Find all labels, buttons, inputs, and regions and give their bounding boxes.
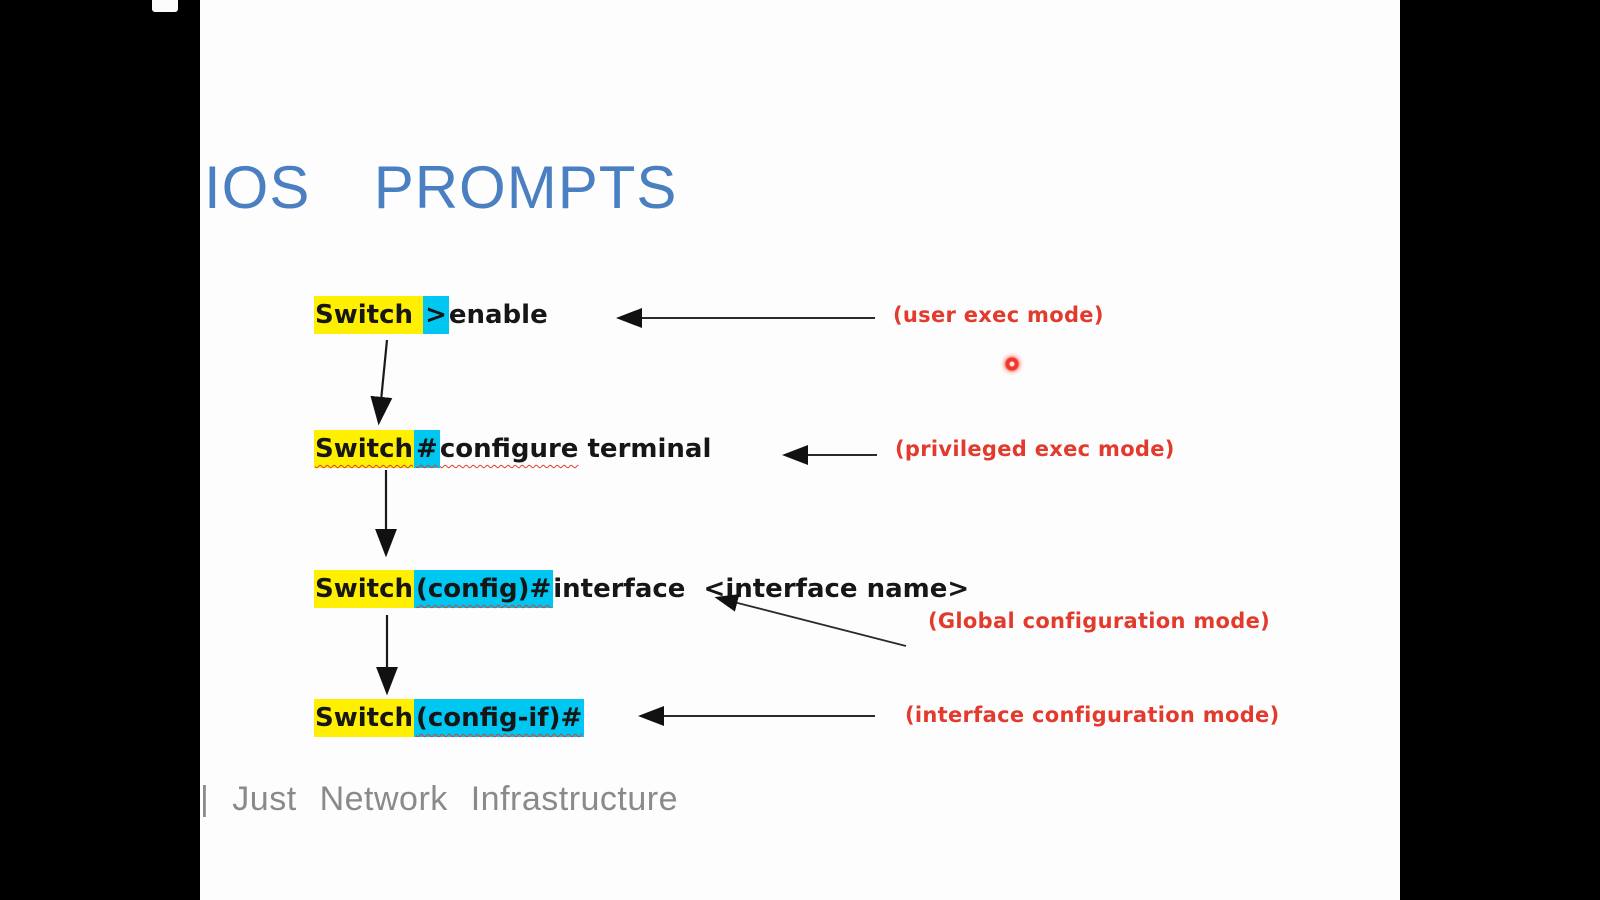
annotation-global-config-mode: (Global configuration mode) bbox=[928, 609, 1271, 633]
command-text: configure bbox=[439, 434, 579, 464]
highlight-switch: Switch bbox=[314, 570, 415, 608]
slide-title: IOS PROMPTS bbox=[204, 154, 678, 221]
spellcheck-underline-group: Switch#configure bbox=[314, 430, 578, 468]
highlight-prompt-char: # bbox=[414, 430, 440, 468]
laser-pointer-dot bbox=[1000, 352, 1024, 376]
prompt-privileged-exec: Switch#configure terminal bbox=[314, 430, 712, 468]
command-text: enable bbox=[448, 300, 548, 330]
highlight-switch: Switch bbox=[314, 699, 415, 737]
highlight-prompt-char: (config-if)# bbox=[414, 699, 585, 737]
letterbox-left bbox=[0, 0, 200, 900]
highlight-prompt-char: (config)# bbox=[414, 570, 554, 608]
prompt-user-exec: Switch >enable bbox=[314, 296, 548, 334]
letterbox-right bbox=[1400, 0, 1600, 900]
highlight-switch: Switch bbox=[314, 296, 424, 334]
prompt-interface-config: Switch(config-if)# bbox=[314, 699, 585, 737]
annotation-user-exec-mode: (user exec mode) bbox=[893, 303, 1104, 327]
annotation-interface-config-mode: (interface configuration mode) bbox=[905, 703, 1280, 727]
command-text-rest: terminal bbox=[578, 434, 712, 464]
annotation-privileged-exec-mode: (privileged exec mode) bbox=[895, 437, 1175, 461]
prompt-global-config: Switch(config)#interface <interface name… bbox=[314, 570, 970, 608]
top-left-notch bbox=[152, 0, 178, 12]
command-text: interface <interface name> bbox=[553, 574, 970, 604]
flow-arrow-step1-step2 bbox=[370, 339, 393, 426]
highlight-prompt-char: > bbox=[423, 296, 449, 334]
footer-watermark: | Just Network Infrastructure bbox=[200, 780, 679, 818]
highlight-switch: Switch bbox=[314, 430, 415, 468]
